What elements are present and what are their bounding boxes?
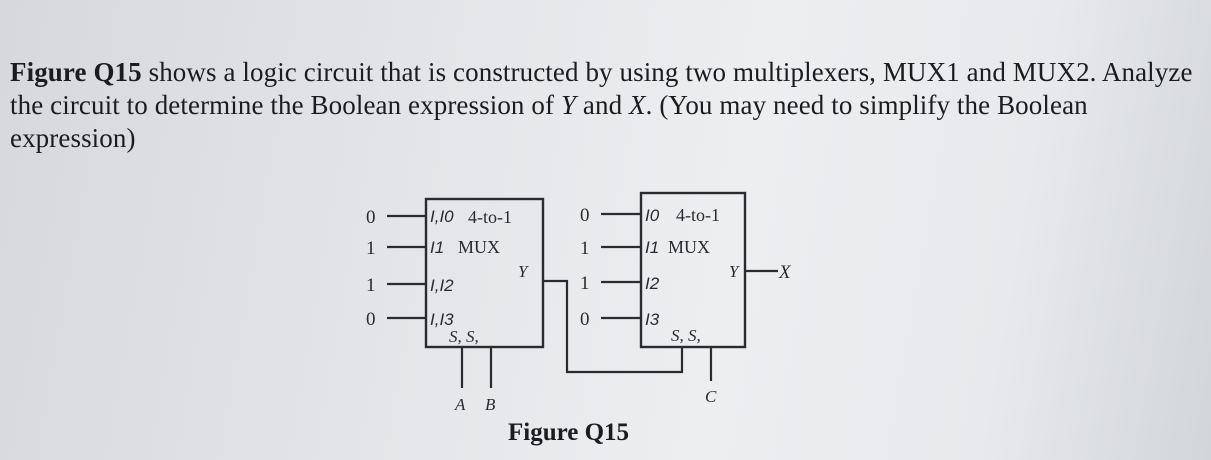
select-signal-c: C [705, 387, 717, 406]
mux1-pin-i3: I,I3 [430, 310, 454, 329]
mux1-output-label: Y [518, 262, 529, 281]
variable-x: X [629, 90, 646, 120]
mux1-title-line1: 4-to-1 [468, 207, 512, 227]
mux2-select-label: S, S, [671, 326, 701, 345]
mux2: 0 1 1 0 I0 I1 I2 I3 4-to-1 MUX S, S, Y X… [580, 191, 792, 406]
mux2-input-value-2: 1 [580, 273, 590, 294]
select-signal-b: B [485, 395, 496, 414]
mux1-pin-i0: I,I0 [430, 207, 454, 226]
question-text: Figure Q15 shows a logic circuit that is… [10, 56, 1200, 155]
mux2-title-line2: MUX [668, 237, 710, 257]
mux1-title-line2: MUX [458, 237, 500, 257]
mux1-pin-i1: I1 [430, 238, 444, 257]
mux2-input-value-3: 0 [580, 309, 590, 330]
variable-y: Y [560, 90, 577, 120]
mux1-body [424, 197, 545, 349]
mux2-output-label: Y [729, 262, 740, 281]
mux2-pin-i0: I0 [645, 206, 660, 225]
mux2-title-line1: 4-to-1 [676, 205, 720, 225]
mux2-input-value-1: 1 [580, 238, 590, 259]
mux2-pin-i3: I3 [645, 310, 660, 329]
mux1: 0 1 1 0 I,I0 I1 I,I2 I,I3 4-to-1 MUX S, … [366, 197, 545, 414]
mux1-input-value-1: 1 [366, 238, 376, 259]
select-signal-a: A [454, 395, 466, 414]
question-part-1: shows a logic circuit that is constructe… [10, 57, 1193, 120]
mux1-input-value-3: 0 [366, 309, 376, 330]
mux1-select-label: S, S, [449, 327, 479, 346]
figure-reference: Figure Q15 [10, 57, 142, 87]
mux2-pin-i2: I2 [645, 274, 660, 293]
mux1-input-value-2: 1 [366, 275, 376, 296]
question-part-2: and [576, 90, 630, 120]
mux1-input-value-0: 0 [366, 207, 376, 228]
output-signal-x: X [778, 262, 792, 283]
mux2-pin-i1: I1 [645, 238, 659, 257]
question-part-3: . (You may need to simplify the Boolean … [10, 90, 1088, 153]
mux2-input-value-0: 0 [580, 205, 590, 226]
mux1-output-to-mux2-select-wire [543, 279, 684, 374]
figure-caption: Figure Q15 [508, 419, 630, 446]
mux1-pin-i2: I,I2 [430, 276, 454, 295]
